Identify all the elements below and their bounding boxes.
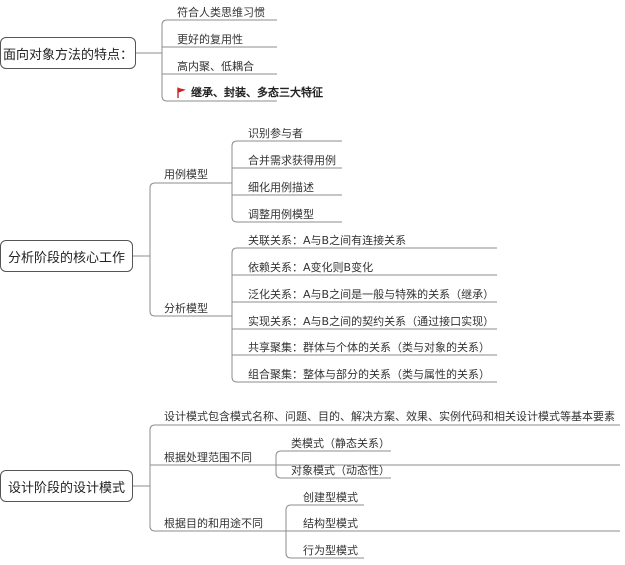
leaf-node: 创建型模式: [303, 491, 358, 504]
connector-line: [161, 19, 277, 26]
red-flag-icon: [177, 87, 187, 102]
leaf-node: 关联关系：A与B之间有连接关系: [248, 234, 407, 247]
leaf-label: 继承、封装、多态三大特征: [191, 86, 323, 99]
connector-line: [231, 376, 497, 383]
leaf-node: 合并需求获得用例: [248, 154, 336, 167]
connector-line: [149, 525, 620, 532]
connector-line: [275, 472, 391, 479]
root-label: 面向对象方法的特点：: [2, 47, 133, 63]
leaf-node: 组合聚集：整体与部分的关系（类与属性的关系）: [248, 368, 490, 381]
connector-line: [231, 216, 342, 223]
connector-line: [149, 182, 212, 189]
connector-line: [231, 140, 342, 147]
lead-node: 设计模式包含模式名称、问题、目的、解决方案、效果、实例代码和相关设计模式等基本要…: [164, 410, 615, 423]
root-label: 分析阶段的核心工作: [7, 250, 125, 266]
leaf-node-highlight: 继承、封装、多态三大特征: [177, 86, 323, 102]
root-node-oo-features: 面向对象方法的特点：: [0, 37, 136, 69]
leaf-node: 共享聚集：群体与个体的关系（类与对象的关系）: [248, 341, 490, 354]
leaf-node: 依赖关系：A变化则B变化: [248, 261, 374, 274]
connector-line: [161, 95, 277, 102]
connector-line: [149, 424, 620, 431]
leaf-node: 调整用例模型: [248, 208, 314, 221]
leaf-node: 行为型模式: [303, 544, 358, 557]
leaf-node: 高内聚、低耦合: [177, 60, 254, 73]
group-node-analysis-model: 分析模型: [164, 302, 208, 315]
leaf-node: 更好的复用性: [177, 33, 243, 46]
leaf-node: 符合人类思维习惯: [177, 6, 265, 19]
leaf-node: 对象模式（动态性）: [291, 464, 390, 477]
group-node-by-purpose: 根据目的和用途不同: [164, 517, 263, 530]
root-node-analysis-core: 分析阶段的核心工作: [0, 240, 133, 272]
leaf-node: 识别参与者: [248, 127, 303, 140]
root-label: 设计阶段的设计模式: [7, 480, 125, 496]
connector-line: [149, 310, 212, 317]
leaf-node: 细化用例描述: [248, 181, 314, 194]
connector-line: [285, 552, 364, 559]
connector-line: [231, 247, 497, 254]
leaf-node: 实现关系：A与B之间的契约关系（通过接口实现）: [248, 315, 495, 328]
group-node-usecase-model: 用例模型: [164, 168, 208, 181]
leaf-node: 结构型模式: [303, 517, 358, 530]
connector-line: [275, 450, 391, 457]
group-node-by-scope: 根据处理范围不同: [164, 451, 252, 464]
leaf-node: 泛化关系：A与B之间是一般与特殊的关系（继承）: [248, 288, 495, 301]
root-node-design-patterns: 设计阶段的设计模式: [0, 470, 133, 502]
connector-line: [285, 504, 364, 511]
leaf-node: 类模式（静态关系）: [291, 437, 390, 450]
